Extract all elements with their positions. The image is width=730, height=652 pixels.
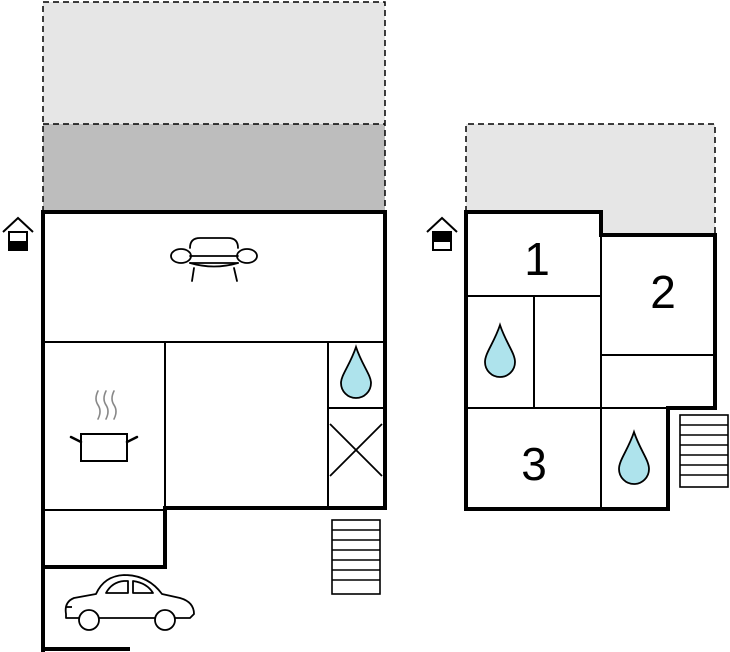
upper-floor-outer-wall bbox=[464, 210, 717, 511]
room-label-bedroom-3: 3 bbox=[521, 438, 547, 490]
balcony-outline bbox=[465, 123, 716, 235]
stairs-icon bbox=[331, 519, 381, 595]
x-mark-icon bbox=[329, 423, 383, 477]
ground-floor bbox=[2, 1, 387, 652]
cooking-pot-icon bbox=[69, 390, 139, 462]
water-drop-icon bbox=[484, 322, 516, 378]
car-icon bbox=[64, 574, 195, 631]
terrace-covered bbox=[43, 124, 385, 212]
terrace-outline bbox=[42, 1, 386, 212]
sofa-icon bbox=[170, 237, 258, 282]
water-drop-icon bbox=[340, 344, 372, 399]
stairs-icon bbox=[679, 414, 729, 488]
room-label-bedroom-1: 1 bbox=[524, 233, 550, 285]
water-drop-icon bbox=[618, 429, 650, 485]
house-floor-indicator-icon bbox=[2, 216, 34, 251]
ground-floor-interior-walls bbox=[43, 341, 385, 511]
upper-floor-interior-walls bbox=[466, 235, 715, 509]
terrace-open bbox=[43, 2, 385, 124]
room-label-bedroom-2: 2 bbox=[650, 266, 676, 318]
upper-floor: 1 2 3 bbox=[426, 123, 729, 511]
house-floor-indicator-icon bbox=[426, 216, 458, 251]
ground-floor-outer-wall bbox=[41, 210, 387, 569]
parking-wall bbox=[41, 567, 130, 652]
